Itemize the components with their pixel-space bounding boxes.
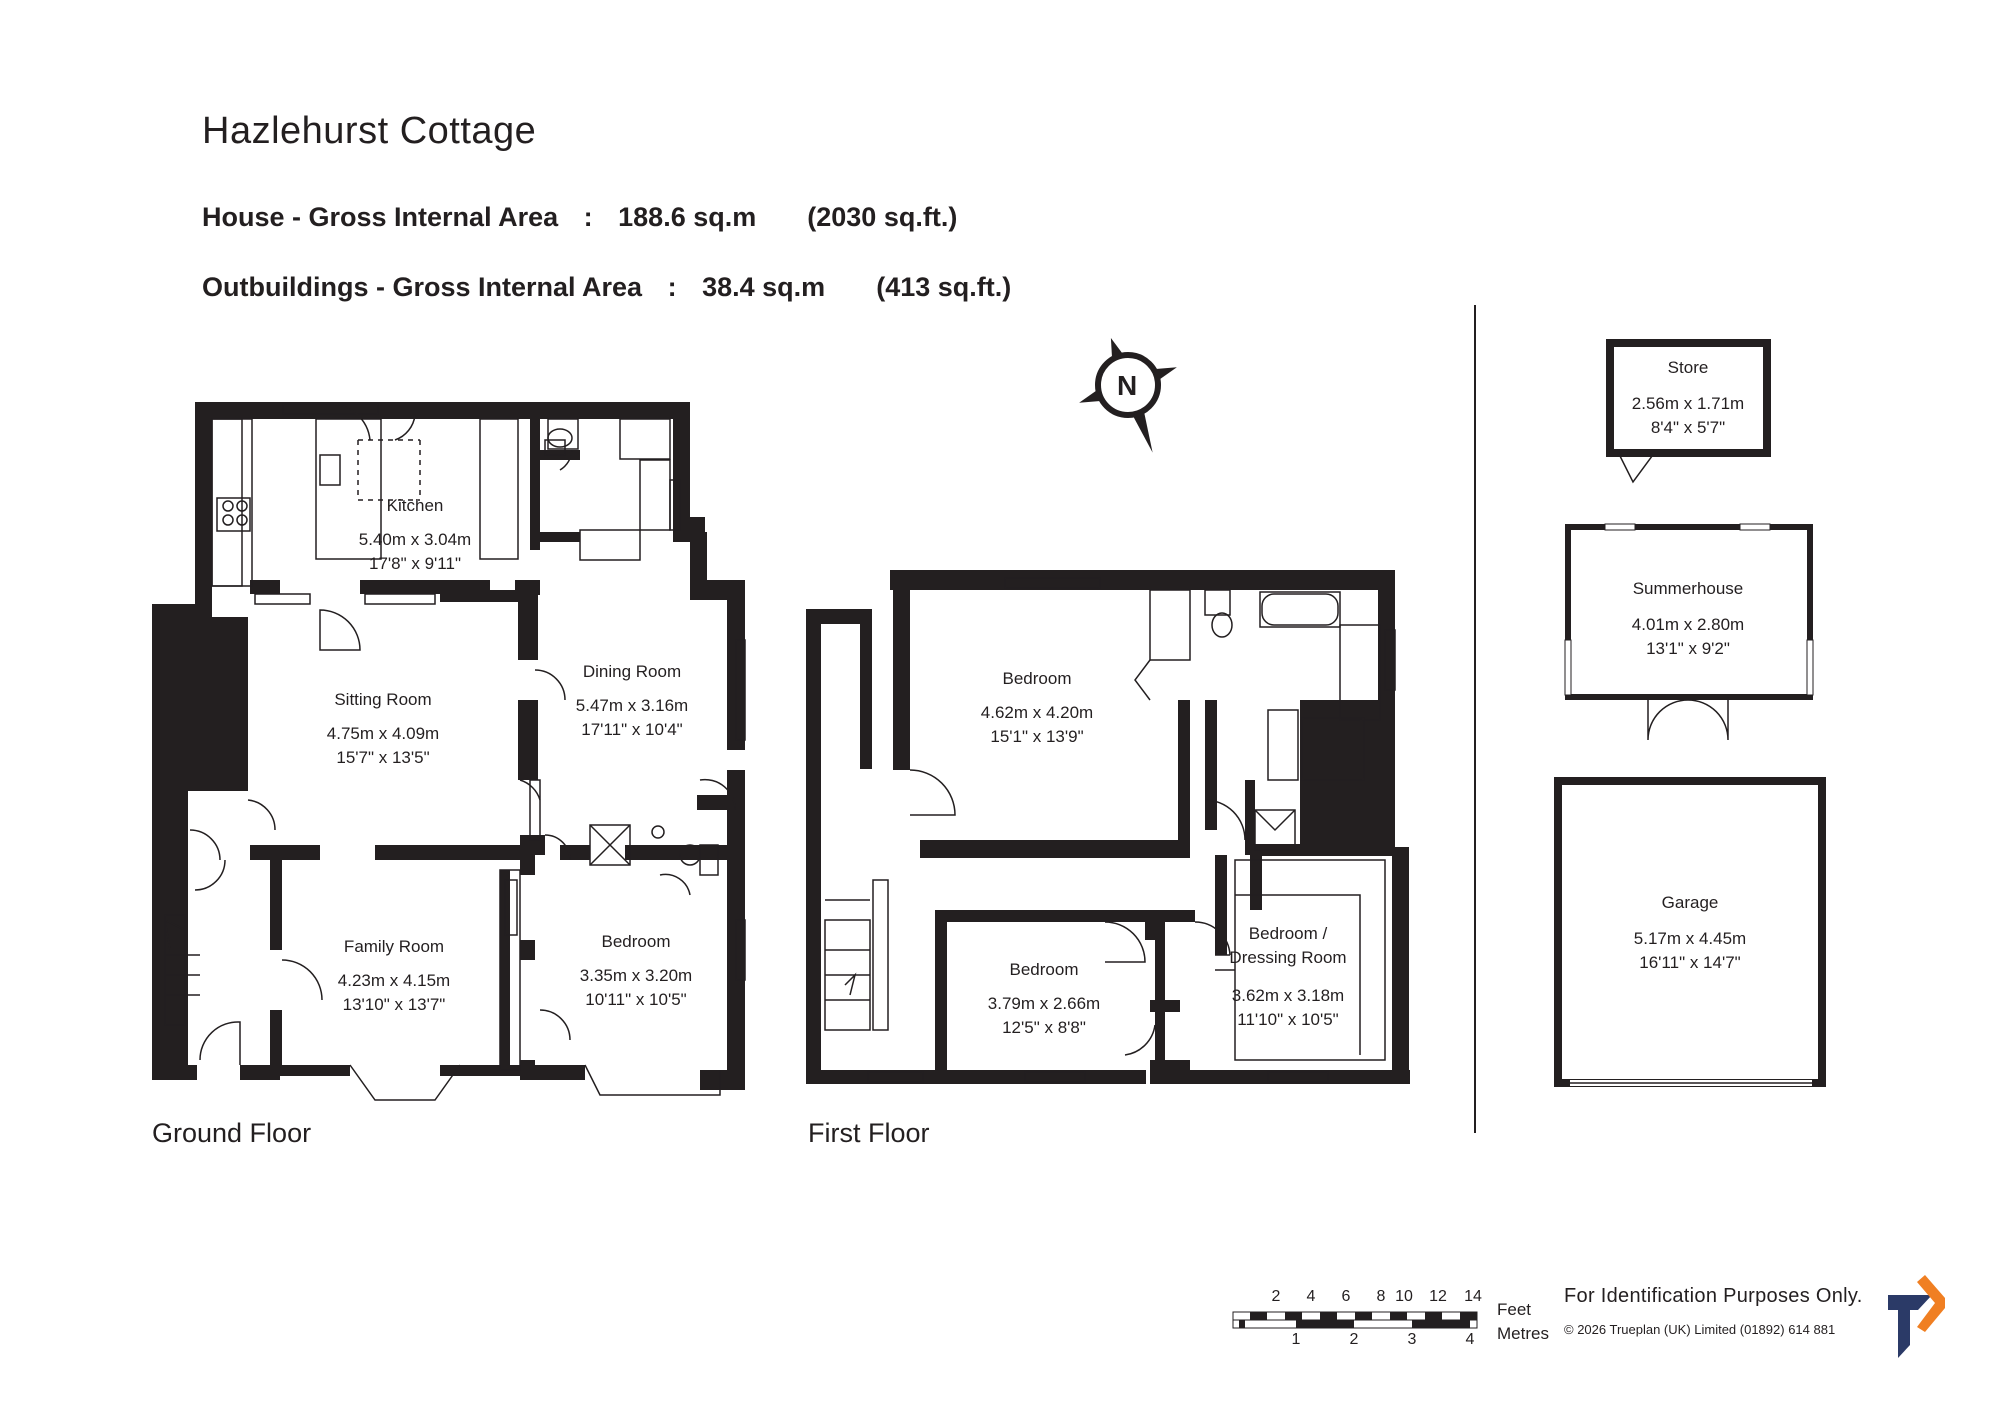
first-floor-fixtures [824, 577, 1396, 1083]
room-family-imperial: 13'10" x 13'7" [342, 995, 446, 1014]
house-area-metric: 188.6 sq.m [618, 202, 757, 232]
room-dining-imperial: 17'11" x 10'4" [581, 720, 683, 739]
room-summerhouse-imperial: 13'1" x 9'2" [1646, 639, 1730, 658]
outbuildings-area-label: Outbuildings - Gross Internal Area [202, 272, 643, 302]
compass-north-label: N [1117, 370, 1138, 401]
room-ground-bedroom-imperial: 10'11" x 10'5" [585, 990, 687, 1009]
scale-metre-tick: 4 [1465, 1331, 1475, 1348]
scale-feet-tick: 12 [1429, 1288, 1447, 1305]
room-store: Store 2.56m x 1.71m 8'4" x 5'7" [1632, 356, 1744, 440]
room-sitting: Sitting Room 4.75m x 4.09m 15'7" x 13'5" [327, 688, 439, 770]
room-ground-bedroom-metric: 3.35m x 3.20m [579, 966, 693, 985]
room-family-name: Family Room [343, 937, 445, 956]
disclaimer-text: For Identification Purposes Only. [1564, 1285, 1863, 1307]
room-dressing-name-1: Bedroom / [1248, 924, 1328, 943]
scale-feet-tick: 2 [1271, 1288, 1281, 1305]
ground-floor-fixtures [164, 403, 746, 1101]
room-dining: Dining Room 5.47m x 3.16m 17'11" x 10'4" [576, 660, 688, 742]
room-kitchen-name: Kitchen [386, 496, 444, 515]
scale-feet-tick: 8 [1376, 1288, 1386, 1305]
room-kitchen: Kitchen 5.40m x 3.04m 17'8" x 9'11" [359, 494, 471, 576]
scale-feet-tick: 4 [1306, 1288, 1316, 1305]
room-kitchen-metric: 5.40m x 3.04m [358, 530, 472, 549]
room-dining-metric: 5.47m x 3.16m [575, 696, 689, 715]
house-area-imperial: (2030 sq.ft.) [807, 202, 958, 232]
room-summerhouse-metric: 4.01m x 2.80m [1631, 615, 1745, 634]
room-garage-metric: 5.17m x 4.45m [1633, 929, 1747, 948]
scale-metre-tick: 3 [1407, 1331, 1417, 1348]
room-sitting-metric: 4.75m x 4.09m [326, 724, 440, 743]
scale-feet-tick: 14 [1464, 1288, 1482, 1305]
room-sitting-name: Sitting Room [334, 690, 432, 709]
outbuildings-area: Outbuildings - Gross Internal Area : 38.… [202, 272, 1011, 303]
outbuilding-walls [1554, 339, 1826, 1087]
room-dining-name: Dining Room [582, 662, 682, 681]
ground-floor-label: Ground Floor [152, 1118, 312, 1148]
room-summerhouse-name: Summerhouse [1632, 579, 1744, 598]
room-first-bedroom-2: Bedroom 3.79m x 2.66m 12'5" x 8'8" [988, 958, 1100, 1040]
house-area-label: House - Gross Internal Area [202, 202, 559, 232]
scale-bar [1232, 1311, 1478, 1329]
room-sitting-imperial: 15'7" x 13'5" [336, 748, 430, 767]
room-family: Family Room 4.23m x 4.15m 13'10" x 13'7" [338, 935, 450, 1017]
room-ground-bedroom-name: Bedroom [601, 932, 671, 951]
room-first-bedroom-1-metric: 4.62m x 4.20m [980, 703, 1094, 722]
scale-feet-tick: 6 [1341, 1288, 1351, 1305]
room-first-bedroom-1-name: Bedroom [1002, 669, 1072, 688]
room-store-metric: 2.56m x 1.71m [1631, 394, 1745, 413]
room-store-imperial: 8'4" x 5'7" [1650, 418, 1726, 437]
room-first-bedroom-1: Bedroom 4.62m x 4.20m 15'1" x 13'9" [981, 667, 1093, 749]
room-first-bedroom-2-imperial: 12'5" x 8'8" [1002, 1018, 1086, 1037]
house-area: House - Gross Internal Area : 188.6 sq.m… [202, 202, 957, 233]
room-garage-name: Garage [1661, 893, 1719, 912]
property-title: Hazlehurst Cottage [202, 110, 537, 152]
room-store-name: Store [1667, 358, 1709, 377]
room-first-bedroom-2-name: Bedroom [1009, 960, 1079, 979]
copyright-text: © 2026 Trueplan (UK) Limited (01892) 614… [1564, 1322, 1836, 1337]
room-ground-bedroom: Bedroom 3.35m x 3.20m 10'11" x 10'5" [580, 930, 692, 1012]
scale-metre-tick: 1 [1291, 1331, 1301, 1348]
room-dressing: Bedroom / Dressing Room 3.62m x 3.18m 11… [1229, 922, 1346, 1032]
trueplan-logo [1888, 1275, 1945, 1358]
room-summerhouse: Summerhouse 4.01m x 2.80m 13'1" x 9'2" [1632, 577, 1744, 661]
room-first-bedroom-1-imperial: 15'1" x 13'9" [990, 727, 1084, 746]
room-garage-imperial: 16'11" x 14'7" [1639, 953, 1741, 972]
room-dressing-name-2: Dressing Room [1229, 948, 1347, 967]
scale-feet-label: Feet [1497, 1300, 1532, 1319]
scale-metre-tick: 2 [1349, 1331, 1359, 1348]
room-dressing-imperial: 11'10" x 10'5" [1237, 1010, 1339, 1029]
outbuildings-area-sep: : [667, 272, 677, 302]
first-floor-label: First Floor [808, 1118, 930, 1148]
section-divider [1474, 305, 1476, 1133]
room-dressing-metric: 3.62m x 3.18m [1231, 986, 1345, 1005]
room-garage: Garage 5.17m x 4.45m 16'11" x 14'7" [1634, 891, 1746, 975]
first-floor-walls [806, 570, 1410, 1084]
room-kitchen-imperial: 17'8" x 9'11" [369, 554, 461, 573]
room-family-metric: 4.23m x 4.15m [337, 971, 451, 990]
outbuildings-area-imperial: (413 sq.ft.) [876, 272, 1012, 302]
scale-feet-tick: 10 [1395, 1288, 1413, 1305]
outbuildings-area-metric: 38.4 sq.m [702, 272, 826, 302]
room-first-bedroom-2-metric: 3.79m x 2.66m [987, 994, 1101, 1013]
scale-metres-label: Metres [1497, 1324, 1549, 1343]
house-area-sep: : [583, 202, 593, 232]
north-compass [1079, 338, 1177, 453]
